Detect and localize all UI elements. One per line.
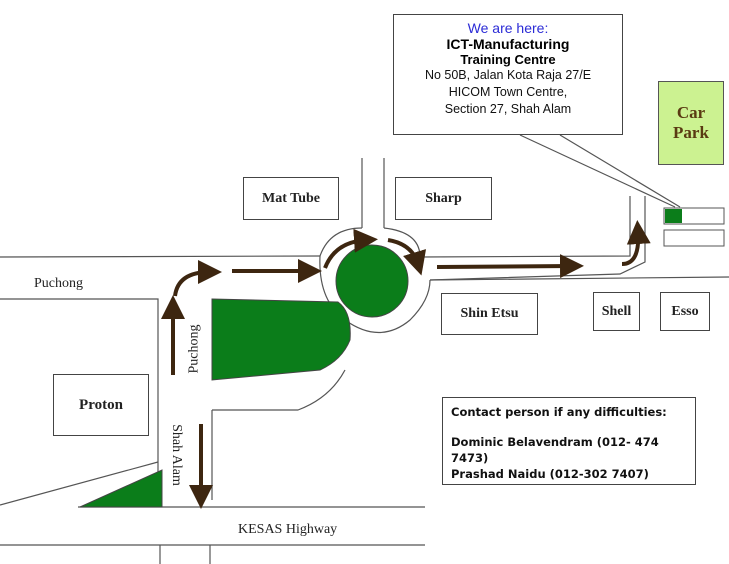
road-label-puchong: Puchong	[34, 276, 83, 291]
organization-subtitle: Training Centre	[460, 52, 556, 67]
car-park-box: Car Park	[658, 81, 724, 165]
contact-person-1: Dominic Belavendram (012- 474 7473)	[451, 435, 659, 465]
diagonal-road-edge	[0, 461, 159, 506]
roundabout-island	[335, 244, 409, 318]
east-road-lower-edge	[429, 276, 729, 281]
we-are-here-label: We are here:	[467, 20, 549, 36]
location-callout: We are here: ICT-Manufacturing Training …	[393, 14, 623, 135]
building-mat-tube: Mat Tube	[243, 177, 339, 220]
direction-arrows	[161, 220, 651, 509]
callout-pointer	[519, 134, 681, 208]
roundabout-bottom-edge	[319, 255, 431, 333]
building-sharp: Sharp	[395, 177, 492, 220]
roundabout-south-link	[212, 369, 346, 411]
arrow-roundabout-top	[323, 228, 378, 269]
address-line-2: HICOM Town Centre,	[448, 85, 568, 99]
road-label-shah-alam: Shah Alam	[168, 424, 184, 486]
east-road-top-edge	[419, 196, 631, 258]
puchong-road-top-edge	[0, 255, 321, 258]
road-label-puchong-vertical: Puchong	[186, 324, 202, 374]
arrow-turn-right	[173, 260, 222, 297]
car-park-slot-2	[663, 229, 725, 247]
building-esso: Esso	[660, 292, 710, 331]
car-park-label-line1: Car	[676, 103, 706, 122]
car-park-label-line2: Park	[673, 123, 709, 142]
arrow-east	[436, 254, 584, 279]
address-line-3: Section 27, Shah Alam	[444, 102, 572, 116]
building-proton: Proton	[53, 374, 149, 436]
contact-box: Contact person if any difficulties: Domi…	[442, 397, 696, 485]
building-shin-etsu: Shin Etsu	[441, 293, 538, 335]
organization-name: ICT-Manufacturing	[446, 36, 570, 52]
green-park-area	[211, 298, 351, 381]
contact-heading: Contact person if any difficulties:	[451, 405, 667, 419]
puchong-road-bottom-edge	[0, 298, 159, 500]
arrow-to-car-park	[621, 220, 651, 266]
contact-person-2: Prashad Naidu (012-302 7407)	[451, 467, 649, 481]
address-line-1: No 50B, Jalan Kota Raja 27/E	[424, 68, 592, 82]
car-park-marker	[665, 209, 682, 223]
green-corner-area	[79, 469, 163, 508]
arrow-roundabout-exit	[387, 238, 427, 276]
building-shell: Shell	[593, 292, 640, 331]
road-label-kesas-highway: KESAS Highway	[238, 522, 338, 537]
